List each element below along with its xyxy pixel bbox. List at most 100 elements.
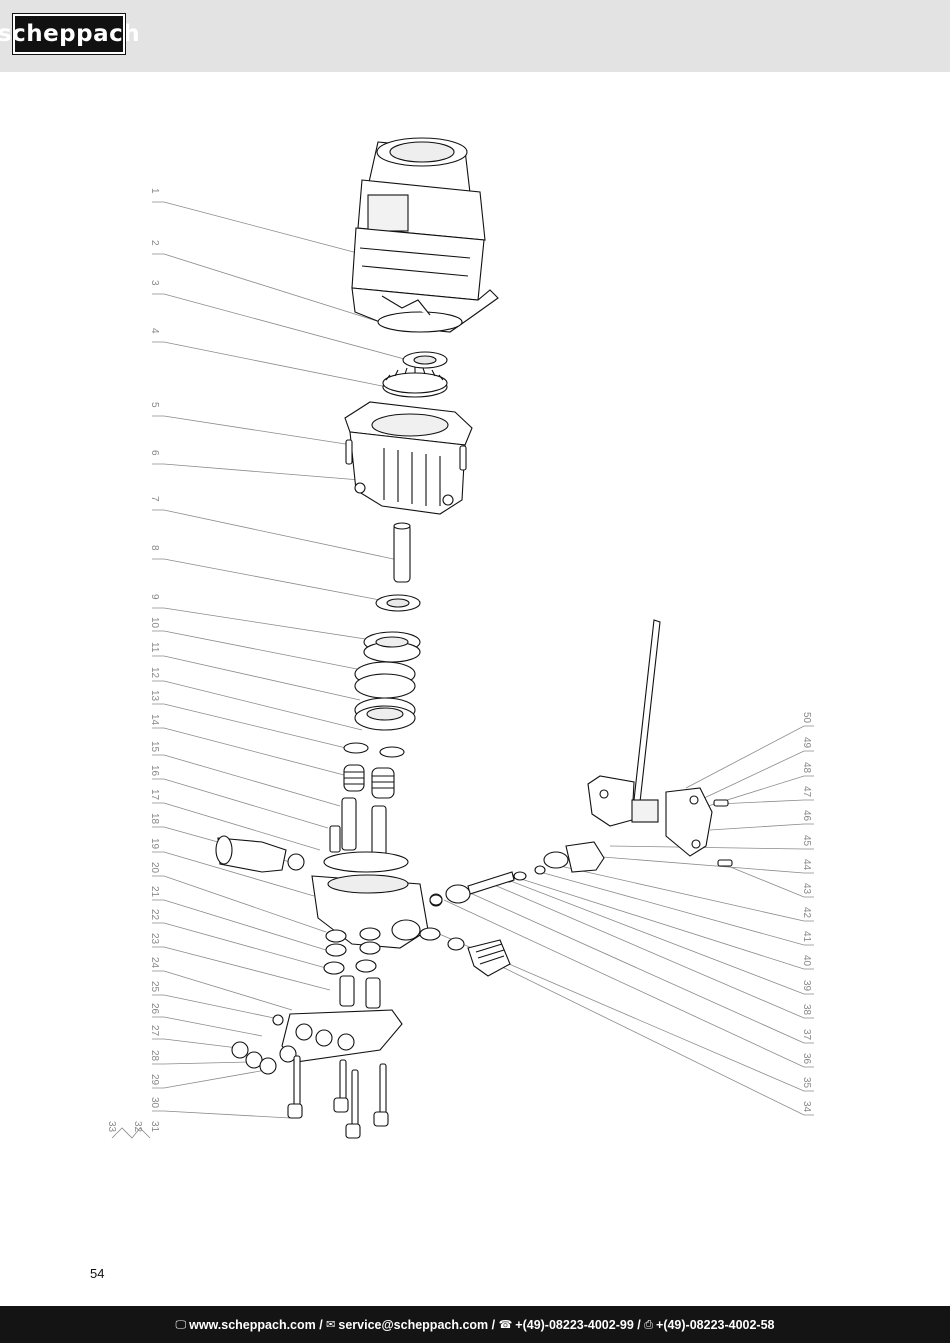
callout-label: 19 [149, 838, 160, 850]
leader-line [152, 341, 393, 389]
leader-line [152, 1061, 251, 1065]
leader-line [491, 883, 814, 1019]
leader-line [152, 1038, 239, 1049]
leader-line [152, 558, 381, 601]
leader-line [539, 871, 814, 946]
callout-label: 27 [149, 1025, 160, 1037]
callout-label: 41 [801, 931, 812, 943]
leader-line [559, 865, 814, 922]
callout-label: 26 [149, 1003, 160, 1015]
leader-line [507, 879, 814, 995]
callout-label: 28 [149, 1050, 160, 1062]
callout-label: 35 [801, 1077, 812, 1089]
leader-line [152, 415, 353, 446]
email-icon: ✉ [326, 1318, 336, 1331]
callout-label: 11 [149, 642, 160, 653]
leader-line [487, 959, 814, 1116]
leader-line [152, 1069, 267, 1089]
outlet-and-switch [429, 619, 733, 977]
leader-line [685, 725, 814, 789]
fax-number: +(49)-08223-4002-58 [656, 1317, 775, 1332]
callout-label: 32 [132, 1121, 143, 1133]
callout-label: 25 [149, 981, 160, 993]
shaft-and-bearings [354, 522, 421, 731]
leader-line [152, 293, 409, 361]
callout-label: 36 [801, 1053, 812, 1065]
footer-separator: / [633, 1317, 645, 1332]
callout-label: 34 [801, 1101, 812, 1113]
callout-label: 3 [149, 280, 160, 286]
callout-label: 48 [801, 762, 812, 774]
bracket-line [111, 1127, 151, 1139]
leader-line [152, 994, 275, 1019]
leader-line [152, 630, 363, 671]
leader-line [152, 802, 321, 851]
callout-label: 17 [149, 789, 160, 801]
leader-line [609, 845, 814, 850]
footer-separator: / [315, 1317, 327, 1332]
callout-label: 38 [801, 1004, 812, 1016]
callout-label: 23 [149, 933, 160, 945]
leader-line [707, 775, 814, 807]
callout-label: 43 [801, 883, 812, 895]
leader-line [152, 1016, 263, 1037]
callout-label: 39 [801, 980, 812, 992]
scheppach-logo: scheppach [0, 13, 140, 55]
callout-label: 44 [801, 859, 812, 871]
valve-block [231, 1009, 403, 1139]
callout-label: 6 [149, 450, 160, 456]
leader-line [717, 799, 814, 805]
leader-line [152, 946, 331, 991]
leader-line [152, 899, 327, 951]
footer-bar: 🖵 www.scheppach.com / ✉ service@scheppac… [0, 1306, 950, 1343]
leader-line [443, 899, 814, 1068]
callout-label: 46 [801, 810, 812, 822]
leader-line [152, 727, 345, 776]
bearings-and-gear [382, 351, 448, 398]
page-number: 54 [90, 1266, 105, 1281]
callout-label: 42 [801, 907, 812, 919]
callout-label: 29 [149, 1074, 160, 1086]
leader-line [152, 509, 399, 561]
footer-separator: / [488, 1317, 499, 1332]
leader-line [589, 855, 814, 874]
leader-line [517, 877, 814, 970]
callout-label: 40 [801, 955, 812, 967]
callout-label: 10 [149, 617, 160, 629]
callout-label: 4 [149, 328, 160, 334]
leader-line [152, 655, 361, 701]
callout-label: 37 [801, 1029, 812, 1041]
website-link[interactable]: www.scheppach.com [189, 1317, 316, 1332]
callout-label: 15 [149, 741, 160, 753]
piston-group [329, 742, 405, 857]
callout-label: 47 [801, 786, 812, 798]
leader-line [152, 922, 327, 969]
phone-icon: ☎ [498, 1318, 513, 1331]
callout-label: 16 [149, 765, 160, 777]
callout-label: 21 [149, 886, 160, 898]
callout-label: 49 [801, 737, 812, 749]
leader-line [727, 865, 814, 898]
callout-label: 5 [149, 402, 160, 408]
leader-line [152, 607, 373, 641]
email-link[interactable]: service@scheppach.com [338, 1317, 489, 1332]
callout-label: 1 [149, 188, 160, 194]
callout-label: 22 [149, 909, 160, 921]
callout-label: 13 [149, 690, 160, 702]
callout-label: 7 [149, 496, 160, 502]
callout-label: 50 [801, 712, 812, 724]
callout-label: 2 [149, 240, 160, 246]
callout-label: 8 [149, 545, 160, 551]
callout-label: 18 [149, 813, 160, 825]
leader-line [152, 1110, 291, 1119]
pump-head [215, 835, 443, 1009]
leader-line [152, 680, 363, 731]
callout-label: 12 [149, 667, 160, 679]
callout-label: 31 [149, 1121, 160, 1133]
leader-line [152, 778, 329, 829]
callout-label: 9 [149, 594, 160, 600]
leader-line [152, 851, 315, 897]
motor-assembly [351, 137, 499, 333]
leader-line [709, 823, 814, 831]
